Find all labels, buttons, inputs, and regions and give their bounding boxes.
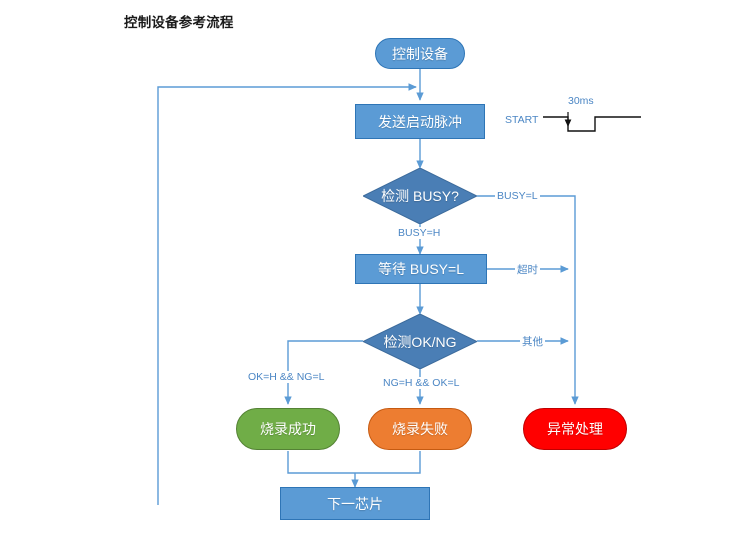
node-burn-success-label: 烧录成功 [260, 421, 316, 437]
node-next-chip-label: 下一芯片 [327, 495, 383, 512]
edge-ok-to-success [284, 340, 363, 405]
edge-label-ng-branch: NG=H && OK=L [381, 377, 462, 389]
edge-feedback-loop [157, 83, 417, 505]
node-send-pulse[interactable]: 发送启动脉冲 [355, 104, 485, 139]
start-waveform [543, 116, 641, 132]
edge-label-busy-low: BUSY=L [495, 190, 540, 202]
node-error-handle-label: 异常处理 [547, 421, 603, 437]
waveform-signal-label: START [505, 114, 539, 126]
node-check-ok-ng[interactable]: 检测OK/NG [361, 313, 479, 370]
edge-label-other: 其他 [520, 334, 545, 349]
waveform-duration-label: 30ms [568, 95, 594, 107]
edge-results-merge [287, 451, 421, 474]
node-start-label: 控制设备 [392, 45, 448, 62]
node-burn-success[interactable]: 烧录成功 [236, 408, 340, 450]
node-send-pulse-label: 发送启动脉冲 [378, 113, 462, 130]
edge-label-busy-high: BUSY=H [396, 227, 443, 239]
node-check-ok-ng-label: 检测OK/NG [383, 333, 457, 350]
edge-label-timeout: 超时 [515, 262, 540, 277]
node-check-busy[interactable]: 检测 BUSY? [361, 167, 479, 225]
edge-label-ok-branch: OK=H && NG=L [246, 371, 327, 383]
node-next-chip[interactable]: 下一芯片 [280, 487, 430, 520]
edge-busylow-to-trunk [477, 195, 579, 405]
node-start[interactable]: 控制设备 [375, 38, 465, 69]
node-burn-fail[interactable]: 烧录失败 [368, 408, 472, 450]
node-error-handle[interactable]: 异常处理 [523, 408, 627, 450]
node-wait-busy-low-label: 等待 BUSY=L [378, 261, 464, 277]
page-title: 控制设备参考流程 [124, 15, 234, 30]
node-check-busy-label: 检测 BUSY? [381, 188, 459, 204]
waveform-pulse-path [543, 116, 641, 132]
node-wait-busy-low[interactable]: 等待 BUSY=L [355, 254, 487, 284]
node-burn-fail-label: 烧录失败 [392, 421, 448, 437]
